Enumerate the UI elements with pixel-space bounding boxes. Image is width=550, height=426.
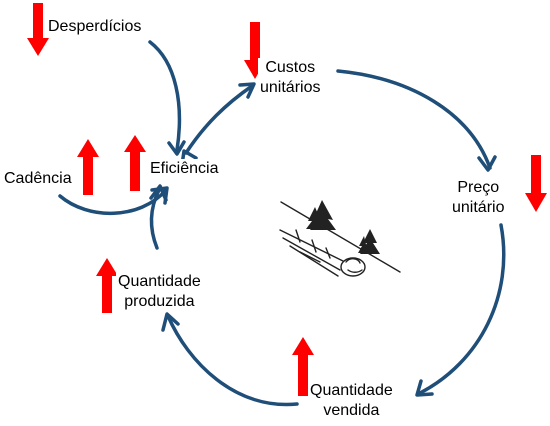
node-label-preco-unitario: Preço unitário	[450, 178, 507, 218]
snowball-rolling-downhill-icon	[279, 200, 401, 277]
up-arrow-quantidade-vendida-icon	[292, 337, 314, 396]
connector-preco-to-quantidade-vendida	[418, 223, 506, 395]
node-label-line: Quantidade	[118, 273, 201, 290]
node-label-line: vendida	[323, 402, 380, 419]
up-arrow-cadencia-icon	[77, 139, 99, 195]
connector-eficiencia-custos	[184, 84, 254, 155]
node-label-line: Custos	[265, 59, 316, 76]
arrowhead-at-eficiencia-top	[167, 140, 186, 156]
up-arrow-eficiencia-icon	[124, 135, 146, 191]
connector-cadencia-to-eficiencia	[58, 188, 168, 215]
node-label-line: Quantidade	[310, 382, 393, 399]
down-arrow-desperdicios-icon	[27, 3, 49, 56]
arrowhead-at-preco	[477, 155, 497, 172]
connector-quantidade-vendida-to-quantidade-produzida	[166, 314, 299, 407]
node-label-line: Cadência	[4, 170, 72, 187]
node-label-desperdicios: Desperdícios	[46, 17, 144, 37]
connector-quantidade-produzida-to-eficiencia	[149, 188, 161, 250]
connector-desperdicios-to-eficiencia	[148, 40, 182, 152]
node-label-line: Desperdícios	[48, 18, 142, 35]
node-label-line: unitários	[260, 79, 321, 96]
node-label-line: Eficiência	[150, 160, 219, 177]
node-label-cadencia: Cadência	[2, 169, 74, 189]
node-label-eficiencia: Eficiência	[148, 159, 221, 179]
arrowhead-at-eficiencia-bottom	[149, 184, 168, 202]
arrowhead-at-quantidade-produzida	[161, 312, 180, 332]
node-label-quantidade-vendida: Quantidade vendida	[308, 381, 395, 421]
node-label-quantidade-produzida: Quantidade produzida	[116, 272, 203, 312]
arrowhead-at-custos	[238, 82, 256, 99]
connector-custos-to-preco	[336, 69, 492, 170]
node-label-line: produzida	[124, 293, 195, 310]
node-label-line: unitário	[452, 199, 505, 216]
node-label-custos-unitarios: Custos unitários	[258, 58, 323, 98]
node-label-line: Preço	[457, 179, 500, 196]
down-arrow-preco-icon	[525, 155, 547, 212]
up-arrow-quantidade-produzida-icon	[96, 258, 118, 313]
arrowhead-at-quantidade-vendida	[415, 379, 434, 397]
